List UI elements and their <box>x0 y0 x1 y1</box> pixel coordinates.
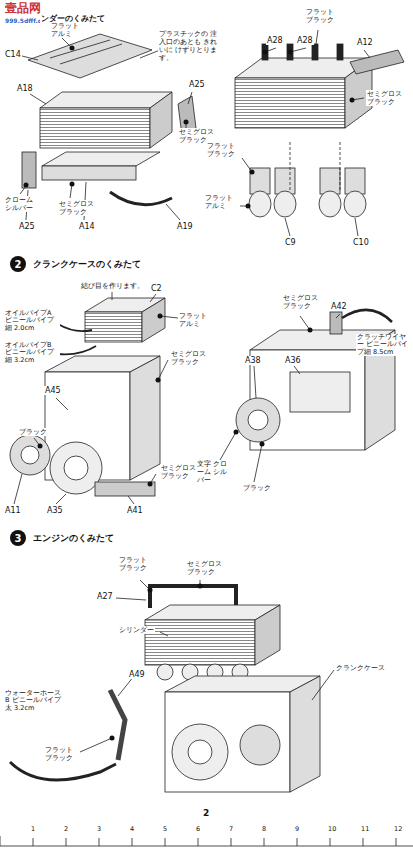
watermark: 壹品网 <box>4 2 42 16</box>
callout-number: A41 <box>126 506 144 515</box>
callout-number: A28 <box>266 36 284 45</box>
paint-note: フラット アルミ <box>178 312 214 328</box>
callout-number: A49 <box>128 670 146 679</box>
section-title: クランクケースのくみたて <box>32 259 142 269</box>
ruler-number: 9 <box>294 826 300 833</box>
paint-note: セミグロス ブラック <box>186 560 228 576</box>
ruler-number: 3 <box>96 826 102 833</box>
ruler-number: 7 <box>228 826 234 833</box>
paint-note: セミグロス ブラック <box>282 294 324 310</box>
part-note: ウォーターホースB ビニールパイプ太 3.2cm <box>4 690 62 712</box>
ruler-number: 6 <box>195 826 201 833</box>
callout-number: A11 <box>4 506 22 515</box>
callout-number: A14 <box>78 222 96 231</box>
page-number: 2 <box>202 808 210 818</box>
paint-note: フラット ブラック <box>305 8 341 24</box>
callout-number: A18 <box>16 84 34 93</box>
ruler-number: 2 <box>63 826 69 833</box>
callout-number: A12 <box>356 38 374 47</box>
part-note: オイルパイプA ビニールパイプ細 2.0cm <box>4 310 60 332</box>
callout-number: C9 <box>284 238 297 247</box>
ruler-number: 11 <box>360 826 370 833</box>
part-name: クランクケース <box>335 664 386 672</box>
note-text: 結び目を作ります。 <box>80 282 145 290</box>
ruler-number: 5 <box>162 826 168 833</box>
callout-number: C2 <box>150 284 163 293</box>
ruler-number: 12 <box>393 826 403 833</box>
callout-number: A42 <box>330 302 348 311</box>
paint-note: セミグロス ブラック <box>366 90 408 106</box>
callout-number: A45 <box>44 386 62 395</box>
paint-note: フラット ブラック <box>206 142 242 158</box>
paint-note: フラット アルミ <box>204 194 240 210</box>
callout-number: A19 <box>176 222 194 231</box>
paint-note: セミグロス ブラック <box>170 350 212 366</box>
callout-number: A36 <box>284 356 302 365</box>
paint-note: クローム シルバー <box>4 196 40 212</box>
paint-note: ブラック <box>18 428 48 436</box>
note-text: プラスチックの 注入口のあとも きれいに けずりとります。 <box>158 30 220 62</box>
callout-number: A25 <box>18 222 36 231</box>
paint-note: フラット ブラック <box>44 746 80 762</box>
part-note: オイルパイプB ビニールパイプ細 3.2cm <box>4 342 60 364</box>
paint-note: フラット アルミ <box>50 22 84 38</box>
step-number-text: 2 <box>15 259 22 270</box>
callout-number: A35 <box>46 506 64 515</box>
part-name: シリンダー <box>118 626 155 634</box>
step-number-text: 3 <box>15 533 22 544</box>
callout-number: C14 <box>4 50 22 59</box>
callout-number: A27 <box>96 592 114 601</box>
ruler-number: 10 <box>327 826 337 833</box>
ruler-number: 1 <box>30 826 36 833</box>
step-number: 2 <box>10 256 26 272</box>
paint-note: フラット ブラック <box>118 556 154 572</box>
ruler-number: 8 <box>261 826 267 833</box>
step-number: 3 <box>10 530 26 546</box>
part-note: クラッチワイヤー ビニールパイプ細 8.5cm <box>356 334 412 356</box>
ruler-number: 4 <box>129 826 135 833</box>
callout-number: A28 <box>296 36 314 45</box>
section-title: エンジンのくみたて <box>32 533 115 543</box>
paint-note: ブラック <box>242 484 272 492</box>
paint-note: セミグロス ブラック <box>58 200 100 216</box>
callout-number: C10 <box>352 238 370 247</box>
callout-number: A38 <box>244 356 262 365</box>
callout-number: A25 <box>188 80 206 89</box>
paint-note: 文字 クローム シルバー <box>196 460 232 484</box>
